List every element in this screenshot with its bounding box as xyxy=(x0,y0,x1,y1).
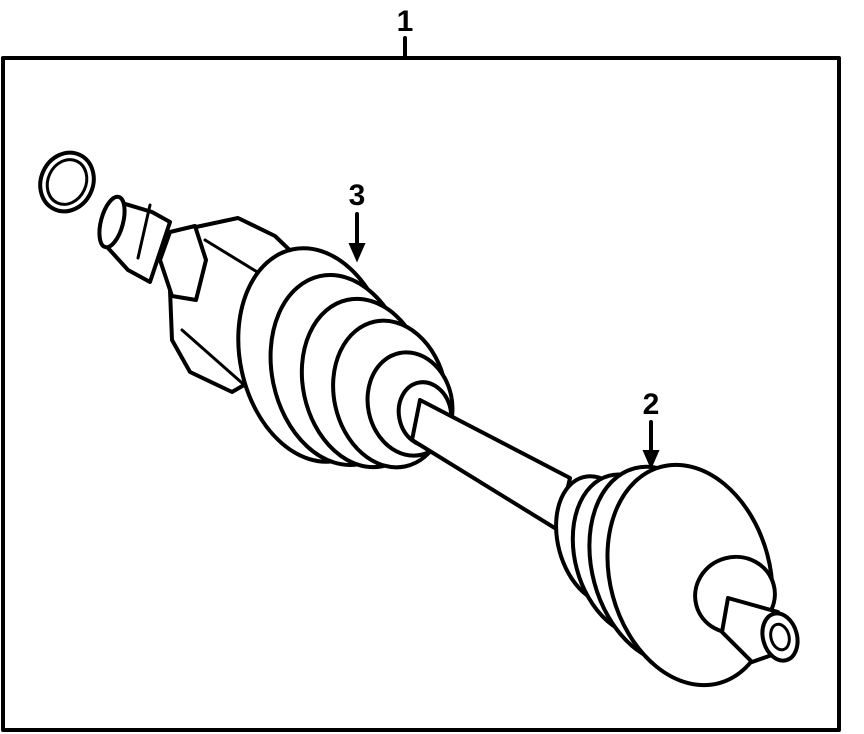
outer-boot xyxy=(554,462,777,688)
axle-shaft xyxy=(410,398,572,532)
outer-boot-leader-arrow xyxy=(642,420,660,470)
callout-1: 1 xyxy=(397,5,414,38)
diagram-frame xyxy=(1,56,841,732)
callout-3: 3 xyxy=(349,179,366,212)
inner-boot xyxy=(236,246,455,470)
callout-2: 2 xyxy=(643,388,660,421)
o-ring-icon xyxy=(38,150,96,214)
inner-boot-leader-arrow xyxy=(348,212,366,263)
inner-stub-shaft xyxy=(97,194,172,284)
outer-stub xyxy=(720,596,800,664)
